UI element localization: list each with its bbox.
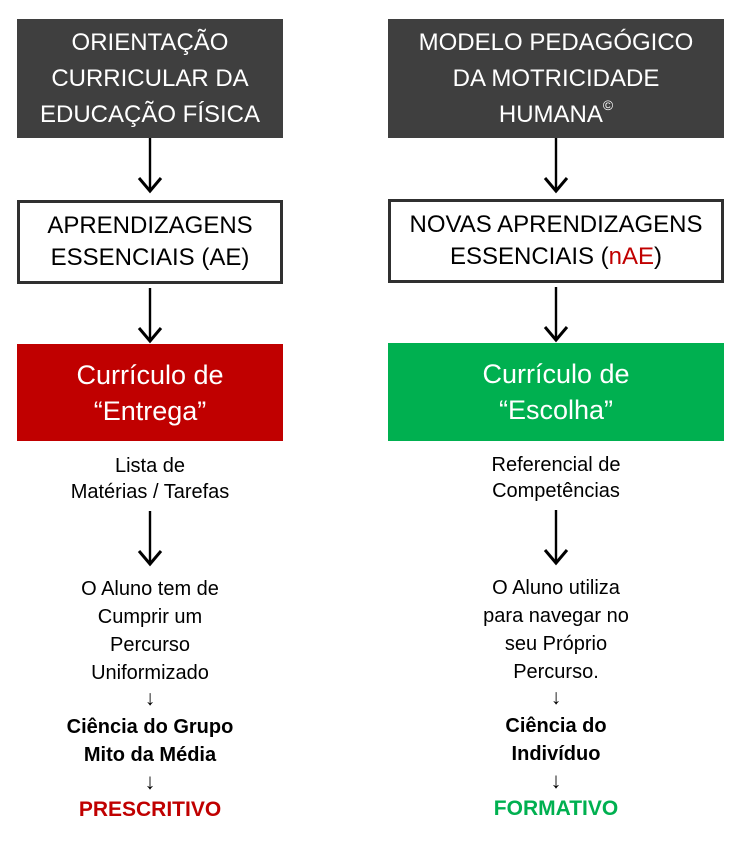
down-arrow-glyph: ↓ [550,768,562,793]
left-emphasis-text: Ciência do Grupo Mito da Média [67,713,234,769]
body-line: para navegar no [483,605,629,627]
body-line: seu Próprio [504,633,608,655]
subtitle-line: Competências [492,480,620,502]
down-arrow-glyph: ↓ [144,687,156,710]
subtitle-line: Lista de [114,455,186,477]
left-column: ORIENTAÇÃO CURRICULAR DA EDUCAÇÃO FÍSICA… [17,19,283,823]
right-outline-box: NOVAS APRENDIZAGENS ESSENCIAIS (nAE) [388,199,724,283]
right-final-label: FORMATIVO [493,797,619,820]
body-line: O Aluno utiliza [492,577,620,599]
right-subtitle: Referencial de Competências [492,452,621,504]
box-line: APRENDIZAGENS [47,212,253,239]
box-line: ESSENCIAIS (AE) [50,244,250,271]
emphasis-line: Mito da Média [83,744,217,766]
left-body-text: O Aluno tem de Cumprir um Percurso Unifo… [81,575,219,687]
box-line: HUMANA© [499,97,613,133]
down-arrow-icon [137,511,163,567]
left-subtitle: Lista de Matérias / Tarefas [71,453,230,505]
box-line: Currículo de [482,359,630,389]
box-line-text: ESSENCIAIS ( [449,243,609,270]
box-line: DA MOTRICIDADE [452,64,660,92]
box-line: Currículo de [76,359,224,390]
box-line: ORIENTAÇÃO [71,28,229,56]
box-line: ESSENCIAIS (nAE) [450,241,662,273]
emphasis-line: Indivíduo [511,743,601,765]
body-line: O Aluno tem de [81,578,219,600]
emphasis-line: Ciência do [505,715,607,737]
right-emphasis-text: Ciência do Indivíduo [505,712,606,768]
left-final-label: PRESCRITIVO [78,798,222,821]
down-arrow-icon [543,138,569,194]
box-line: MODELO PEDAGÓGICO [418,28,694,56]
subtitle-line: Referencial de [491,454,621,476]
highlight-text: nAE [608,243,655,270]
subtitle-line: Matérias / Tarefas [70,481,230,503]
down-arrow-glyph: ↓ [144,769,156,794]
box-line: EDUCAÇÃO FÍSICA [39,100,261,128]
box-line: CURRICULAR DA [51,64,249,92]
box-line-text: ) [654,243,663,270]
right-body-text: O Aluno utiliza para navegar no seu Próp… [483,574,629,686]
down-arrow-icon [543,510,569,566]
down-arrow-icon [137,288,163,344]
body-line: Uniformizado [91,662,209,684]
left-color-box: Currículo de “Entrega” [17,344,283,441]
left-outline-box: APRENDIZAGENS ESSENCIAIS (AE) [17,200,283,284]
body-line: Percurso [109,634,191,656]
body-line: Cumprir um [97,606,203,628]
right-top-box: MODELO PEDAGÓGICO DA MOTRICIDADE HUMANA© [388,19,724,138]
body-line: Percurso. [513,661,599,683]
down-arrow-icon [543,287,569,343]
down-arrow-glyph: ↓ [550,686,562,709]
box-line: “Escolha” [498,395,614,425]
emphasis-line: Ciência do Grupo [66,716,234,738]
box-line-text: HUMANA [498,100,603,128]
down-arrow-icon [137,138,163,194]
box-line: NOVAS APRENDIZAGENS [409,211,703,238]
right-color-box: Currículo de “Escolha” [388,343,724,441]
box-line: “Entrega” [93,395,207,426]
copyright-mark: © [602,97,614,114]
left-top-box: ORIENTAÇÃO CURRICULAR DA EDUCAÇÃO FÍSICA [17,19,283,138]
right-column: MODELO PEDAGÓGICO DA MOTRICIDADE HUMANA©… [388,19,724,822]
